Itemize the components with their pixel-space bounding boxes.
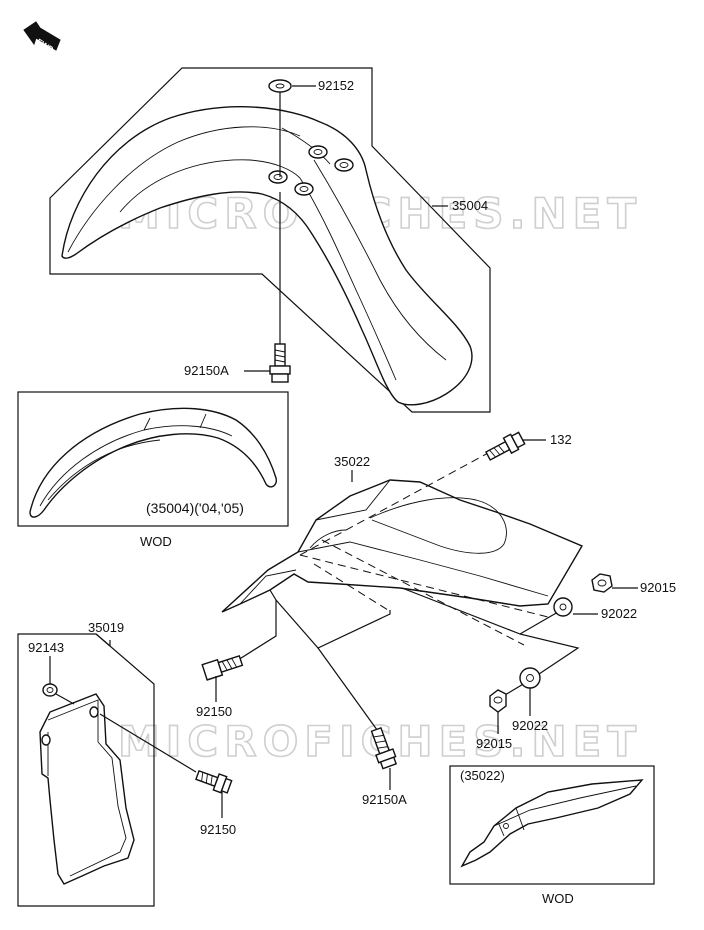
- fwd-arrow-icon: FWD: [23, 21, 61, 54]
- grommet-92143: [42, 683, 58, 697]
- nut-92015-low: [489, 689, 507, 713]
- front-fender-35004: [61, 106, 473, 406]
- washer-92022-right: [553, 597, 573, 617]
- inset-fender-35004-variant: [29, 407, 278, 518]
- nut-92015-right: [591, 573, 613, 593]
- label-92015-right: 92015: [640, 580, 676, 595]
- rear-fender-35022: [221, 479, 584, 613]
- label-35004: 35004: [452, 198, 488, 213]
- label-92150-bottom: 92150: [200, 822, 236, 837]
- bolt-92150A-low: [370, 726, 398, 770]
- label-92150-mid: 92150: [196, 704, 232, 719]
- label-92022-right: 92022: [601, 606, 637, 621]
- front-fender-group: [49, 67, 491, 413]
- inset-fender-variant: [17, 391, 289, 527]
- label-35004-inset: (35004)('04,'05): [146, 500, 244, 516]
- mud-guard-35019: [39, 693, 135, 885]
- label-35022-inset: (35022): [460, 768, 505, 783]
- rear-fender-group: [201, 431, 638, 790]
- label-92152: 92152: [318, 78, 354, 93]
- bolt-92150-bottom: [195, 769, 233, 794]
- label-92150A-top: 92150A: [184, 363, 229, 378]
- bolt-92150A-top: [269, 343, 291, 383]
- mud-guard-group: [17, 633, 233, 907]
- bolt-132: [485, 431, 526, 461]
- label-35019: 35019: [88, 620, 124, 635]
- label-92015-low: 92015: [476, 736, 512, 751]
- inset-fender-frame: [17, 391, 289, 527]
- label-92022-low: 92022: [512, 718, 548, 733]
- inset-rear-fender-variant: [449, 765, 655, 885]
- label-92150A-low: 92150A: [362, 792, 407, 807]
- label-92143: 92143: [28, 640, 64, 655]
- washer-92022-low: [519, 667, 541, 689]
- inset-rear-fender-frame: [449, 765, 655, 885]
- bolt-92150-mid: [201, 654, 244, 681]
- inset-rear-fender-35022-variant: [460, 779, 644, 868]
- label-wod-2: WOD: [542, 891, 574, 906]
- mud-guard-group-outline: [17, 633, 155, 907]
- front-fender-group-outline: [49, 67, 491, 413]
- label-35022: 35022: [334, 454, 370, 469]
- fender-mount-holes: [268, 145, 354, 196]
- label-wod-1: WOD: [140, 534, 172, 549]
- label-132: 132: [550, 432, 572, 447]
- washer-92152: [268, 79, 292, 93]
